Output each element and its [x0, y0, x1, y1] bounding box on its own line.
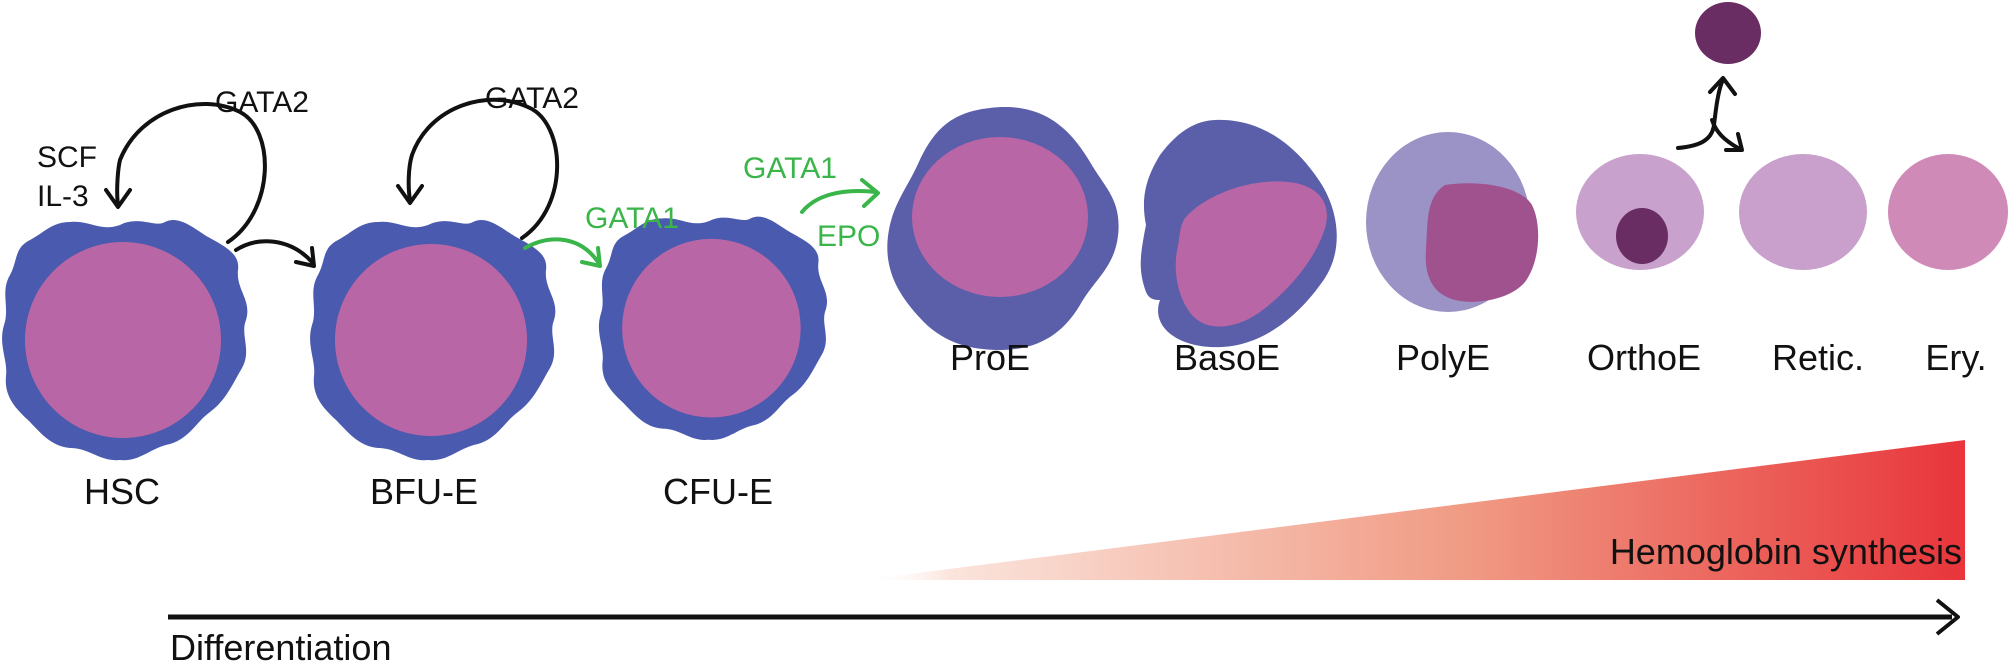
hemoglobin-label: Hemoglobin synthesis: [1610, 531, 1962, 572]
proe-cell: [887, 107, 1119, 350]
cfue-to-proe-arrow: [800, 189, 878, 214]
gata2-loop-arrow-bfue: [406, 97, 560, 240]
enucleation-arrow: [1676, 76, 1744, 152]
orthoe-nucleus: [1616, 208, 1668, 264]
bfue-to-cfue-arrow: [523, 237, 600, 264]
stage-label-bfue: BFU-E: [370, 471, 478, 512]
differentiation-label: Differentiation: [170, 627, 391, 663]
stage-label-polye: PolyE: [1396, 337, 1490, 378]
gata2-label-bfue: GATA2: [485, 82, 579, 115]
polye-cell: [1366, 132, 1539, 312]
gata1-label-cfue: GATA1: [743, 152, 837, 185]
ery-cell: [1888, 154, 2008, 270]
orthoe-cell: [1576, 154, 1704, 270]
stage-label-orthoe: OrthoE: [1587, 337, 1701, 378]
cfue-nucleus: [622, 238, 801, 418]
hsc-cell: [2, 219, 248, 461]
basoe-nucleus: [1175, 181, 1327, 327]
basoe-cell: [1140, 119, 1337, 348]
extruded-nucleus: [1695, 2, 1761, 64]
polye-nucleus: [1425, 183, 1539, 302]
stage-label-ery: Ery.: [1925, 337, 1986, 378]
epo-label: EPO: [817, 220, 880, 253]
cfue-cell: [598, 216, 828, 440]
scf-label: SCF: [37, 141, 97, 174]
retic-cell: [1739, 154, 1867, 270]
bfue-nucleus: [335, 244, 527, 436]
il3-label: IL-3: [37, 180, 89, 213]
hsc-nucleus: [25, 242, 221, 438]
stage-label-hsc: HSC: [84, 471, 160, 512]
gata2-loop-arrow-hsc: [115, 102, 267, 244]
stage-label-basoe: BasoE: [1174, 337, 1280, 378]
gata1-label-bfue: GATA1: [585, 202, 679, 235]
stage-label-proe: ProE: [950, 337, 1030, 378]
stage-label-cfue: CFU-E: [663, 471, 773, 512]
differentiation-arrowhead: [1935, 598, 1960, 636]
hsc-to-bfue-arrow: [234, 239, 314, 264]
bfue-cell: [310, 219, 556, 461]
stage-label-retic: Retic.: [1772, 337, 1864, 378]
proe-nucleus: [912, 137, 1088, 297]
hemoglobin-gradient: [862, 440, 1965, 580]
gata2-label-hsc: GATA2: [215, 86, 309, 119]
